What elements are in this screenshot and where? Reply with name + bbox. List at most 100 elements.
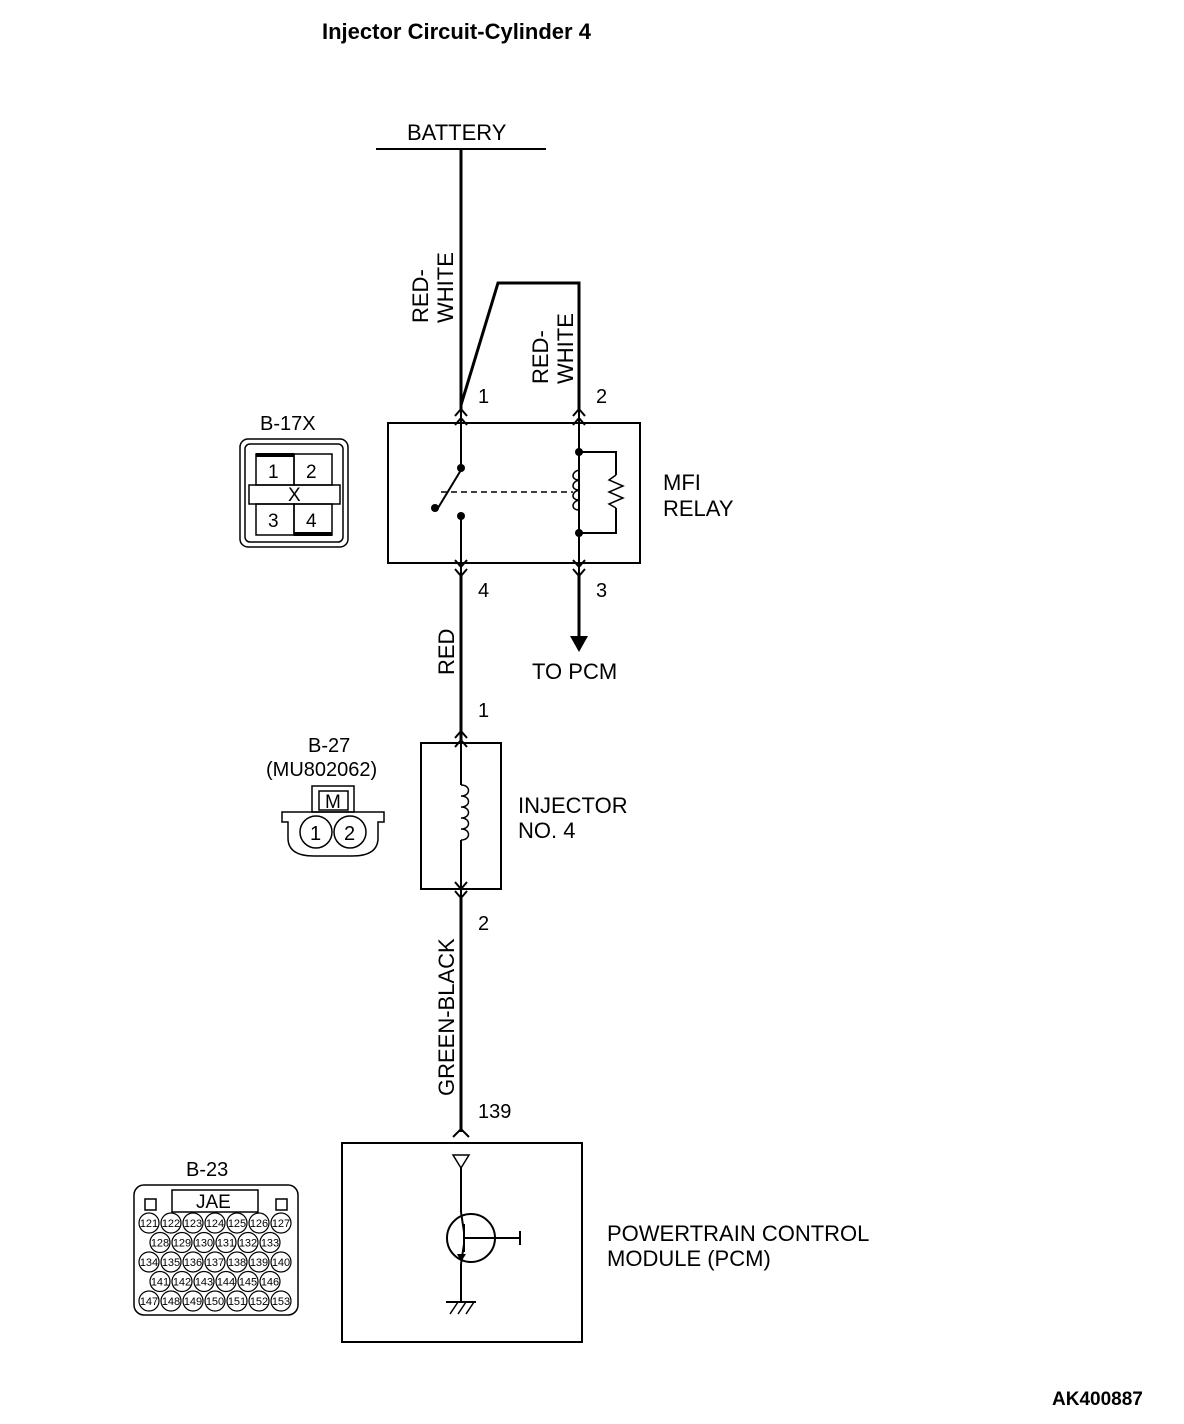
relay-pin-1: 1 (478, 386, 489, 408)
b23-pin-label: 153 (272, 1296, 290, 1308)
b27-pin-2: 2 (344, 823, 355, 845)
injector-pin-2: 2 (478, 913, 489, 935)
b23-pin-circle (226, 1212, 248, 1234)
wire-battery-relay2 (459, 281, 581, 410)
relay-name-line2: RELAY (663, 496, 734, 521)
b23-pin-circle (248, 1251, 270, 1273)
relay-switch (431, 410, 573, 576)
to-pcm-arrow (570, 636, 588, 652)
b23-pin-label: 126 (250, 1218, 268, 1230)
pcm-name-line1: POWERTRAIN CONTROL (607, 1221, 869, 1246)
b23-pin-circle (182, 1212, 204, 1234)
b23-pin-label: 142 (173, 1277, 191, 1289)
b17x-cell-4: 4 (306, 511, 317, 532)
b23-pin-label: 123 (184, 1218, 202, 1230)
b23-pin-label: 124 (206, 1218, 224, 1230)
b23-pin-label: 145 (239, 1277, 257, 1289)
pcm-transistor (446, 1154, 521, 1315)
connector-b27-part: (MU802062) (266, 759, 377, 781)
b23-pin-label: 135 (162, 1257, 180, 1269)
b23-pin-label: 130 (195, 1238, 213, 1250)
b23-pin-label: 134 (140, 1257, 158, 1269)
diagram-title: Injector Circuit-Cylinder 4 (322, 19, 592, 44)
b27-pin-1: 1 (310, 823, 321, 845)
connector-b17x-id: B-17X (260, 413, 316, 435)
connector-b27-id: B-27 (308, 735, 350, 757)
b23-pin-circle (171, 1231, 193, 1254)
b23-pin-label: 122 (162, 1218, 180, 1230)
b23-pin-label: 127 (272, 1218, 290, 1230)
b23-pin-label: 125 (228, 1218, 246, 1230)
b23-pin-circle (160, 1212, 182, 1234)
injector-coil (460, 740, 470, 898)
relay-coil (572, 410, 625, 576)
b23-pin-circle (182, 1251, 204, 1273)
b23-pin-circle (204, 1212, 226, 1234)
b23-pin-label: 149 (184, 1296, 202, 1308)
relay-pin-2: 2 (596, 386, 607, 408)
b23-pin-circle (171, 1270, 193, 1293)
b17x-cell-3: 3 (268, 511, 279, 532)
b23-pin-circle (149, 1231, 171, 1254)
wire-color-green-black: GREEN-BLACK (434, 938, 459, 1096)
relay-pin-4: 4 (478, 580, 489, 602)
b23-pin-circle (237, 1270, 259, 1293)
b23-pin-label: 144 (217, 1277, 235, 1289)
b23-pin-circle (215, 1270, 237, 1293)
b23-pin-circle (204, 1251, 226, 1273)
b23-pin-circle (204, 1290, 226, 1312)
pcm-name-line2: MODULE (PCM) (607, 1246, 771, 1271)
mfi-relay-box (387, 422, 641, 564)
b23-pin-label: 146 (261, 1277, 279, 1289)
b23-pin-label: 143 (195, 1277, 213, 1289)
b23-pin-circle (270, 1251, 292, 1273)
b23-pin-label: 152 (250, 1296, 268, 1308)
relay-name-line1: MFI (663, 470, 701, 495)
b23-pin-circle (193, 1270, 215, 1293)
b17x-cell-2: 2 (306, 462, 317, 483)
b23-label: JAE (196, 1192, 231, 1213)
b23-pin-label: 121 (140, 1218, 158, 1230)
b23-pin-label: 151 (228, 1296, 246, 1308)
b17x-cell-1: 1 (268, 462, 279, 483)
b23-pin-label: 140 (272, 1257, 290, 1269)
b23-pin-label: 128 (151, 1238, 169, 1250)
b23-pin-label: 147 (140, 1296, 158, 1308)
pcm-box (341, 1142, 583, 1343)
wire-color-red-white-1b: WHITE (433, 252, 458, 323)
connector-b23-id: B-23 (186, 1159, 228, 1181)
wire-color-red-white-1: RED- (408, 269, 433, 323)
b23-pin-label: 137 (206, 1257, 224, 1269)
b23-pin-circle (259, 1270, 281, 1293)
b23-pin-circle (248, 1212, 270, 1234)
b23-pin-circle (138, 1290, 160, 1312)
battery-label: BATTERY (407, 120, 507, 145)
b23-pin-circle (160, 1251, 182, 1273)
b23-pin-label: 136 (184, 1257, 202, 1269)
b23-pin-circle (248, 1290, 270, 1312)
b23-pin-circle (270, 1212, 292, 1234)
relay-pin-3: 3 (596, 580, 607, 602)
connector-b27: B-27 (MU802062) M 1 2 (266, 735, 385, 857)
injector-pin-1: 1 (478, 700, 489, 722)
b23-pin-label: 148 (162, 1296, 180, 1308)
b23-pin-circle (138, 1212, 160, 1234)
wire-color-red-white-2b: WHITE (553, 313, 578, 384)
b23-pin-label: 138 (228, 1257, 246, 1269)
b23-pin-circle (182, 1290, 204, 1312)
b23-pin-label: 132 (239, 1238, 257, 1250)
wire-color-red-white-2: RED- (528, 330, 553, 384)
pcm-connector-mark (452, 1127, 470, 1138)
injector-name-line1: INJECTOR (518, 793, 628, 818)
b23-pin-label: 141 (151, 1277, 169, 1289)
b23-pin-circle (138, 1251, 160, 1273)
b17x-mark-x: X (288, 485, 301, 506)
b23-pin-circle (160, 1290, 182, 1312)
pcm-pin-139: 139 (478, 1101, 511, 1123)
b23-pin-circle (149, 1270, 171, 1293)
b23-pin-circle (215, 1231, 237, 1254)
b23-pin-circle (237, 1231, 259, 1254)
